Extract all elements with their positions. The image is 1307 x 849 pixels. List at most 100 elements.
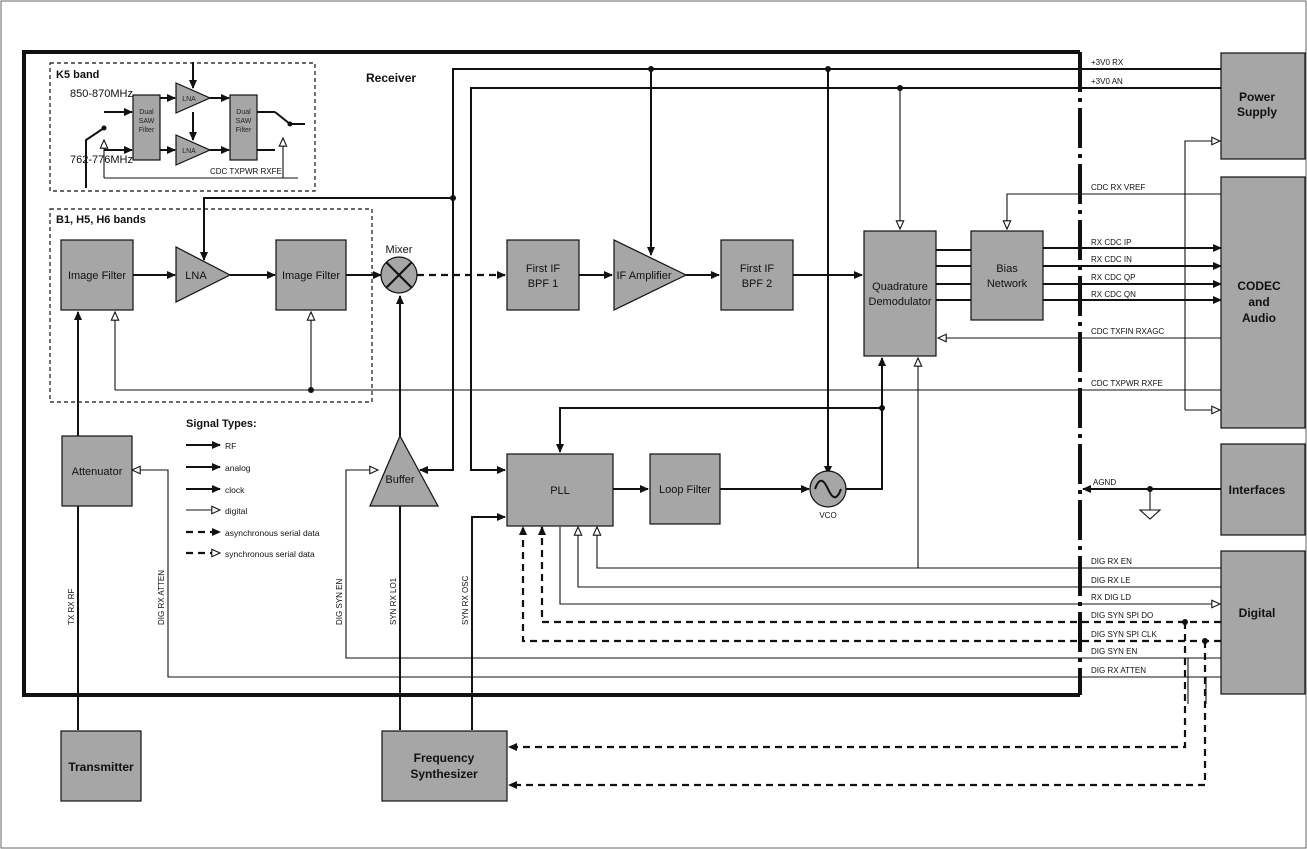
- sig-cdc-rx-vref: CDC RX VREF: [1091, 183, 1145, 192]
- mixer-label: Mixer: [386, 244, 413, 256]
- loop-filter: [649, 453, 721, 525]
- lna-amplifier: [175, 246, 232, 303]
- bias-network-line1: Bias: [996, 263, 1018, 275]
- k5-saw2-line1: Dual: [236, 109, 251, 116]
- interfaces: [1220, 443, 1306, 536]
- pll-label: PLL: [550, 485, 570, 497]
- sig-3v0-rx: +3V0 RX: [1091, 58, 1124, 67]
- pll: [506, 453, 614, 527]
- sig-tx-rx-rf: TX RX RF: [67, 588, 76, 625]
- k5-saw1-line1: Dual: [139, 109, 154, 116]
- bias-network-line2: Network: [987, 278, 1028, 290]
- first-if-bpf-2: [720, 239, 794, 311]
- buffer: [369, 434, 440, 507]
- power-supply-line1: Power: [1239, 90, 1275, 104]
- k5-saw2-line3: Filter: [236, 127, 252, 134]
- k5-band-title: K5 band: [56, 69, 99, 81]
- image-filter-2: [275, 239, 347, 311]
- first-if-bpf-1-line2: BPF 1: [528, 278, 559, 290]
- sig-3v0-an: +3V0 AN: [1091, 77, 1123, 86]
- sig-agnd: AGND: [1093, 478, 1116, 487]
- lna-label: LNA: [185, 270, 207, 282]
- quad-demod-line2: Demodulator: [869, 296, 932, 308]
- transmitter: [60, 730, 142, 802]
- ground-icon: [1138, 489, 1162, 520]
- rail-3v0-an: [470, 87, 1221, 474]
- interfaces-label: Interfaces: [1229, 483, 1286, 497]
- sig-cdc-txpwr-rxfe: CDC TXPWR RXFE: [1091, 379, 1163, 388]
- sig-dig-rx-le: DIG RX LE: [1091, 576, 1131, 585]
- k5-saw1-line2: SAW: [139, 118, 155, 125]
- legend-rf: RF: [225, 441, 236, 451]
- receiver-title: Receiver: [366, 71, 416, 85]
- sig-syn-rx-osc: SYN RX OSC: [461, 575, 470, 625]
- k5-freq-high: 850-870MHz: [70, 88, 133, 100]
- attenuator: [61, 435, 133, 507]
- if-amplifier: [613, 239, 688, 311]
- b1-h5-h6-bands-box: [49, 208, 373, 403]
- freq-synth-line1: Frequency: [414, 751, 475, 765]
- first-if-bpf-1-line1: First IF: [526, 263, 560, 275]
- transmitter-label: Transmitter: [68, 760, 134, 774]
- first-if-bpf-2-line1: First IF: [740, 263, 774, 275]
- legend-digital: digital: [225, 506, 247, 516]
- sig-cdc-txfin-rxagc: CDC TXFIN RXAGC: [1091, 327, 1164, 336]
- sig-rx-cdc-ip: RX CDC IP: [1091, 238, 1131, 247]
- sig-dig-rx-atten: DIG RX ATTEN: [1091, 666, 1146, 675]
- freq-synth-line2: Synthesizer: [410, 767, 478, 781]
- legend-analog: analog: [225, 463, 251, 473]
- k5-control-label: CDC TXPWR RXFE: [210, 167, 282, 176]
- k5-dual-saw-filter-1: [132, 94, 161, 161]
- digital-label: Digital: [1239, 606, 1276, 620]
- sine-wave-icon: [814, 479, 842, 499]
- sig-rx-cdc-qn: RX CDC QN: [1091, 290, 1136, 299]
- k5-lna-upper-label: LNA: [182, 96, 196, 103]
- sig-dig-syn-en: DIG SYN EN: [1091, 647, 1137, 656]
- attenuator-label: Attenuator: [72, 466, 123, 478]
- legend-async: asynchronous serial data: [225, 528, 320, 538]
- vco-label: VCO: [819, 511, 836, 520]
- bands-title: B1, H5, H6 bands: [56, 214, 146, 226]
- sig-dig-rx-en: DIG RX EN: [1091, 557, 1132, 566]
- image-filter-1-label: Image Filter: [68, 270, 126, 282]
- codec-and-audio: [1220, 176, 1306, 429]
- bias-network: [970, 230, 1044, 321]
- buffer-label: Buffer: [385, 474, 414, 486]
- sig-dig-rx-atten-vertical: DIG RX ATTEN: [157, 570, 166, 625]
- power-supply: [1220, 52, 1306, 160]
- legend-title: Signal Types:: [186, 418, 257, 430]
- k5-dual-saw-filter-2: [229, 94, 258, 161]
- sig-dig-syn-spi-clk: DIG SYN SPI CLK: [1091, 630, 1157, 639]
- legend-sync: synchronous serial data: [225, 549, 315, 559]
- power-supply-line2: Supply: [1237, 105, 1277, 119]
- codec-line2: and: [1248, 295, 1269, 309]
- k5-input-switch: [85, 127, 105, 188]
- k5-lna-lower-label: LNA: [182, 148, 196, 155]
- signal-types-legend: Signal Types: RF analog clock digital as…: [186, 418, 320, 559]
- if-amplifier-label: IF Amplifier: [616, 270, 671, 282]
- rail-3v0-rx: [452, 68, 1221, 198]
- k5-freq-low: 762-776MHz: [70, 154, 133, 166]
- k5-lna-lower: [175, 134, 212, 166]
- receiver-boundary: [22, 50, 1080, 697]
- sig-rx-dig-ld: RX DIG LD: [1091, 593, 1131, 602]
- image-filter-1: [60, 239, 134, 311]
- sig-dig-syn-spi-do: DIG SYN SPI DO: [1091, 611, 1153, 620]
- k5-lna-upper: [175, 82, 212, 114]
- quadrature-demodulator: [863, 230, 937, 357]
- sig-dig-syn-en-vertical: DIG SYN EN: [335, 579, 344, 625]
- first-if-bpf-2-line2: BPF 2: [742, 278, 773, 290]
- quad-demod-line1: Quadrature: [872, 281, 928, 293]
- sig-syn-rx-lo1: SYN RX LO1: [389, 577, 398, 625]
- sig-rx-cdc-qp: RX CDC QP: [1091, 273, 1135, 282]
- codec-line3: Audio: [1242, 311, 1276, 325]
- digital: [1220, 550, 1306, 695]
- k5-saw1-line3: Filter: [139, 127, 155, 134]
- first-if-bpf-1: [506, 239, 580, 311]
- k5-band-box: [49, 62, 316, 192]
- legend-clock: clock: [225, 485, 245, 495]
- k5-saw2-line2: SAW: [236, 118, 252, 125]
- loop-filter-label: Loop Filter: [659, 484, 711, 496]
